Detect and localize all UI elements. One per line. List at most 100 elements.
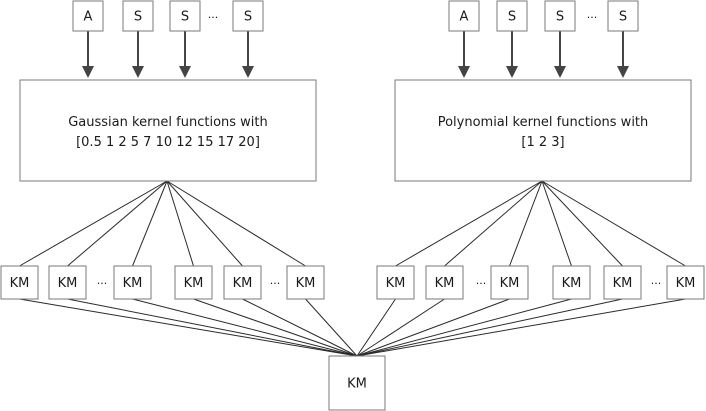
left-km-ellipsis-0: ··· [97, 277, 108, 290]
right-km-node-2-label: KM [500, 276, 520, 291]
left-km-node-3-label: KM [184, 276, 204, 291]
left-input-0-label: A [84, 10, 93, 25]
right-kernel-params: [1 2 3] [521, 135, 564, 150]
right-km-node-5-border [666, 265, 705, 300]
right-kernel-to-km-line-3 [541, 180, 572, 267]
right-input-arrow-3 [617, 31, 629, 78]
left-input-2: S [169, 0, 201, 32]
left-input-ellipsis: ··· [208, 11, 219, 24]
right-input-2: S [544, 0, 576, 32]
right-km-node-4-label: KM [613, 276, 633, 291]
left-km-node-0-label: KM [10, 276, 30, 291]
right-km-node-5: KM [666, 265, 705, 300]
right-input-arrow-2 [554, 31, 566, 78]
left-km-node-1: KM [48, 265, 87, 300]
left-input-1-label: S [134, 10, 142, 25]
right-kernel-to-km-line-2 [509, 180, 543, 267]
right-km-ellipsis-0: ··· [476, 277, 487, 290]
left-km-node-5: KM [286, 265, 325, 300]
left-input-3-label: S [244, 10, 252, 25]
right-kernel-to-km-line-1 [444, 180, 543, 267]
left-km-to-output-line-4 [242, 298, 358, 357]
left-km-node-2: KM [113, 265, 152, 300]
left-input-0: A [72, 0, 104, 32]
left-km-node-1-border [48, 265, 87, 300]
right-input-1: S [496, 0, 528, 32]
left-km-node-2-border [113, 265, 152, 300]
left-kernel-to-km-line-0 [19, 180, 168, 267]
left-km-node-3: KM [174, 265, 213, 300]
right-input-arrow-1 [506, 31, 518, 78]
left-km-node-0: KM [0, 265, 39, 300]
left-kernel-to-km-line-3 [166, 180, 194, 267]
left-kernel-title: Gaussian kernel functions with [68, 115, 268, 130]
left-input-1: S [122, 0, 154, 32]
output-km-node-border [328, 355, 386, 411]
right-km-node-1: KM [425, 265, 464, 300]
right-km-node-0: KM [376, 265, 415, 300]
left-input-arrow-3 [242, 31, 254, 78]
right-input-2-label: S [556, 10, 564, 25]
right-input-arrow-0 [458, 31, 470, 78]
left-input-0-border [72, 0, 104, 32]
left-km-node-1-label: KM [58, 276, 78, 291]
left-kernel-box-border [19, 79, 317, 182]
right-km-to-output-line-4 [356, 298, 623, 357]
right-km-to-output-line-1 [356, 298, 445, 357]
right-km-node-3: KM [552, 265, 591, 300]
right-kernel-title: Polynomial kernel functions with [438, 115, 649, 130]
right-km-node-2-border [490, 265, 529, 300]
right-km-node-1-label: KM [435, 276, 455, 291]
right-input-2-border [544, 0, 576, 32]
right-input-3: S [607, 0, 639, 32]
right-kernel-to-km-line-5 [541, 180, 686, 267]
left-kernel-params: [0.5 1 2 5 7 10 12 15 17 20] [76, 135, 260, 150]
right-km-node-3-border [552, 265, 591, 300]
right-input-0-border [448, 0, 480, 32]
left-input-2-label: S [181, 10, 189, 25]
right-km-node-4-border [603, 265, 642, 300]
right-km-node-1-border [425, 265, 464, 300]
right-km-to-output-line-0 [356, 298, 396, 357]
right-input-3-border [607, 0, 639, 32]
right-km-node-3-label: KM [562, 276, 582, 291]
right-input-1-border [496, 0, 528, 32]
right-input-1-label: S [508, 10, 516, 25]
left-input-3-border [232, 0, 264, 32]
output-km-node: KM [328, 355, 386, 411]
connection-lines [19, 180, 686, 357]
right-input-ellipsis: ··· [587, 11, 598, 24]
right-km-node-5-label: KM [676, 276, 696, 291]
right-input-3-label: S [619, 10, 627, 25]
right-km-node-4: KM [603, 265, 642, 300]
left-km-node-0-border [0, 265, 39, 300]
left-km-node-4-label: KM [233, 276, 253, 291]
right-km-ellipsis-1: ··· [651, 277, 662, 290]
left-km-node-4-border [223, 265, 262, 300]
right-input-0: A [448, 0, 480, 32]
left-input-arrow-0 [82, 31, 94, 78]
left-km-node-3-border [174, 265, 213, 300]
left-km-to-output-line-1 [67, 298, 358, 357]
right-kernel-to-km-line-4 [541, 180, 623, 267]
right-km-node-0-border [376, 265, 415, 300]
left-input-3: S [232, 0, 264, 32]
input-arrows [82, 31, 629, 78]
left-input-2-border [169, 0, 201, 32]
left-kernel-to-km-line-4 [166, 180, 243, 267]
right-input-0-label: A [460, 10, 469, 25]
left-km-node-4: KM [223, 265, 262, 300]
right-kernel-to-km-line-0 [395, 180, 543, 267]
right-kernel-box: Polynomial kernel functions with [1 2 3] [394, 79, 692, 182]
right-km-to-output-line-3 [356, 298, 572, 357]
left-km-to-output-line-5 [305, 298, 358, 357]
left-kernel-to-km-line-5 [166, 180, 306, 267]
left-km-to-output-line-2 [132, 298, 358, 357]
left-km-node-5-border [286, 265, 325, 300]
left-kernel-to-km-line-2 [132, 180, 168, 267]
left-kernel-to-km-line-1 [67, 180, 168, 267]
left-input-arrow-2 [179, 31, 191, 78]
left-input-arrow-1 [132, 31, 144, 78]
